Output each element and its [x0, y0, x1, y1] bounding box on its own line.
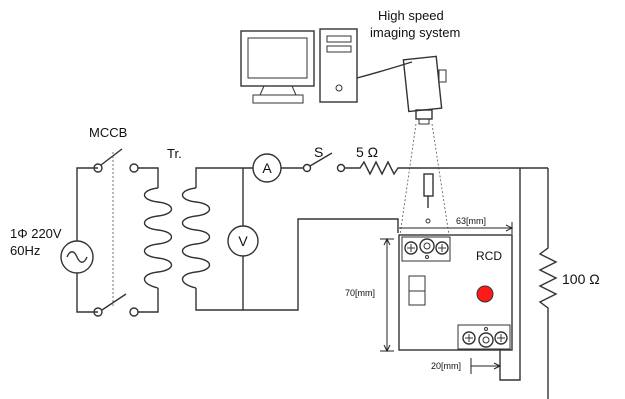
wire-primary-top	[138, 167, 159, 188]
mccb-contact-top-right	[129, 163, 139, 173]
view-line-left	[399, 123, 417, 236]
camera-cable	[356, 61, 413, 79]
resistor-5ohm-label: 5 Ω	[356, 144, 378, 160]
computer-tower-icon	[319, 28, 358, 103]
voltmeter	[227, 225, 259, 257]
height-dimension	[380, 237, 394, 353]
width-dimension	[399, 222, 514, 234]
monitor-icon	[240, 30, 315, 104]
rcd-bottom-terminals	[462, 327, 508, 348]
primary-coil	[143, 187, 173, 289]
wire-source-top	[76, 167, 98, 241]
rcd-test-button[interactable]	[476, 285, 494, 303]
mccb-blade-top	[100, 148, 123, 166]
rcd-top-terminal-block	[401, 236, 451, 262]
mccb-contact-bottom-left	[93, 307, 103, 317]
load-resistor-100ohm	[538, 168, 558, 399]
wire-primary-bottom	[138, 288, 159, 313]
wire-source-bottom	[76, 273, 98, 313]
wire-rcd-to-load	[499, 168, 521, 381]
voltmeter-label: V	[238, 233, 248, 249]
ammeter-label: A	[262, 160, 272, 176]
imaging-system-label-line1: High speed	[378, 8, 444, 23]
view-line-right	[431, 123, 450, 236]
load-resistor-label: 100 Ω	[562, 271, 600, 287]
mccb-label: MCCB	[89, 125, 127, 140]
transformer-label: Tr.	[167, 146, 182, 161]
camera-icon	[402, 55, 447, 125]
wire-secondary-return	[195, 218, 399, 311]
rcd-label: RCD	[476, 249, 502, 263]
rcd-bottom-terminal-block	[457, 324, 511, 350]
test-probe-tip	[425, 218, 431, 224]
sine-symbol	[66, 251, 88, 263]
test-probe-handle	[423, 173, 434, 197]
mccb-contact-top-left	[93, 163, 103, 173]
offset-dimension	[470, 358, 502, 374]
switch-label: S	[314, 144, 323, 160]
imaging-system-label-line2: imaging system	[370, 25, 460, 40]
switch-blade	[309, 152, 333, 167]
resistor-5ohm	[345, 160, 400, 176]
wire-secondary-top	[195, 167, 253, 188]
offset-dimension-label: 20[mm]	[431, 361, 461, 371]
secondary-coil	[181, 187, 211, 289]
mccb-blade-bottom	[101, 293, 127, 311]
rcd-body	[398, 234, 513, 351]
switch-contact-left	[302, 163, 312, 173]
height-dimension-label: 70[mm]	[345, 288, 375, 298]
source-label-line2: 60Hz	[10, 243, 40, 258]
mccb-contact-bottom-right	[129, 307, 139, 317]
switch-contact-right	[336, 163, 346, 173]
rcd-top-terminals	[404, 238, 449, 259]
width-dimension-label: 63[mm]	[456, 216, 486, 226]
source-label-line1: 1Φ 220V	[10, 226, 62, 241]
